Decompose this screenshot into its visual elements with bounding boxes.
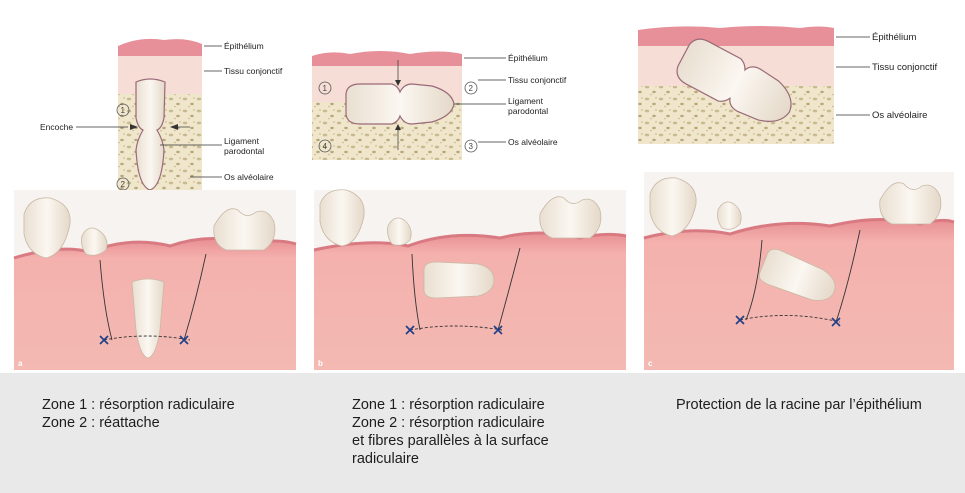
panel-a-jaw: a — [14, 190, 296, 370]
caption-b: Zone 1 : résorption radiculaire Zone 2 :… — [352, 396, 549, 468]
caption-a-line-1: Zone 1 : résorption radiculaire — [42, 396, 235, 414]
panel-b-jaw: b — [314, 190, 626, 370]
label-ligament-2: parodontal — [508, 106, 548, 116]
caption-b-line-4: radiculaire — [352, 450, 549, 468]
label-ligament-2: parodontal — [224, 146, 264, 156]
caption-b-line-3: et fibres parallèles à la surface — [352, 432, 549, 450]
panel-c-jaw: c — [644, 172, 954, 370]
label-ligament: Ligament — [224, 136, 260, 146]
panel-letter-c: c — [648, 359, 653, 368]
caption-c-line-1: Protection de la racine par l’épithélium — [676, 396, 922, 414]
label-alveolar-bone: Os alvéolaire — [508, 137, 558, 147]
caption-b-line-2: Zone 2 : résorption radiculaire — [352, 414, 549, 432]
panel-b-inset: 1 2 3 4 Épithélium Tissu conjonctif Liga… — [312, 51, 567, 160]
label-epithelium: Épithélium — [508, 53, 548, 63]
panel-a-inset: 1 2 Épithélium Tissu conjonctif Encoche … — [40, 39, 283, 204]
zone-3-marker: 3 — [469, 142, 474, 151]
zone-1-marker: 1 — [121, 106, 126, 115]
panel-letter-a: a — [18, 359, 23, 368]
panel-c-inset: Épithélium Tissu conjonctif Os alvéolair… — [638, 26, 937, 144]
zone-2-marker: 2 — [469, 84, 474, 93]
panel-letter-b: b — [318, 359, 323, 368]
caption-a: Zone 1 : résorption radiculaire Zone 2 :… — [42, 396, 235, 432]
label-epithelium: Épithélium — [224, 41, 264, 51]
label-alveolar-bone: Os alvéolaire — [872, 110, 927, 121]
gum — [314, 233, 626, 370]
tooth-canine — [214, 209, 275, 250]
caption-a-line-2: Zone 2 : réattache — [42, 414, 235, 432]
label-connective-tissue: Tissu conjonctif — [508, 75, 567, 85]
label-epithelium: Épithélium — [872, 32, 916, 43]
zone-4-marker: 4 — [323, 142, 328, 151]
caption-b-line-1: Zone 1 : résorption radiculaire — [352, 396, 549, 414]
label-connective-tissue: Tissu conjonctif — [224, 66, 283, 76]
tooth-canine — [540, 197, 601, 238]
epithelium-layer — [638, 26, 834, 46]
label-notch: Encoche — [40, 122, 73, 132]
reimplanted-tooth — [424, 262, 494, 298]
epithelium-layer — [118, 39, 202, 56]
label-connective-tissue: Tissu conjonctif — [872, 62, 937, 73]
epithelium-layer — [312, 51, 462, 66]
caption-c: Protection de la racine par l’épithélium — [676, 396, 922, 414]
label-ligament: Ligament — [508, 96, 544, 106]
zone-1-marker: 1 — [323, 84, 328, 93]
zone-2-marker: 2 — [121, 180, 126, 189]
tooth-canine — [880, 183, 941, 224]
label-alveolar-bone: Os alvéolaire — [224, 172, 274, 182]
